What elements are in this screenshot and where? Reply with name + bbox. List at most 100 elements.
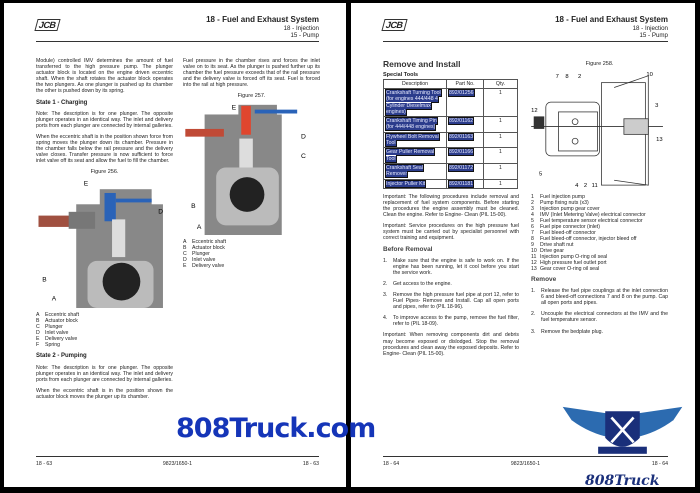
winged-shield-icon: [562, 406, 683, 454]
tool-link[interactable]: Crankshaft Turning Tool (for engines 444…: [385, 89, 442, 116]
svg-text:5: 5: [539, 171, 542, 177]
watermark-text: 808Truck.com: [176, 413, 376, 444]
state1-heading: State 1 - Charging: [36, 99, 88, 106]
page-number: 18 - 64: [651, 461, 668, 467]
part-link[interactable]: 892/01172: [447, 163, 475, 172]
tool-link[interactable]: Crankshaft Seal Remover: [385, 163, 424, 179]
table-row: Crankshaft Turning Tool (for engines 444…: [383, 87, 518, 118]
part-link[interactable]: 892/01163: [447, 132, 475, 141]
section-title: 18 - Injection: [283, 24, 319, 32]
part-link[interactable]: 892/01256: [448, 89, 475, 97]
subsection-title: 15 - Pump: [290, 32, 319, 39]
page-number: 18 - 63: [36, 461, 53, 467]
svg-text:11: 11: [592, 183, 598, 189]
page-header: 18 - Fuel and Exhaust System 18 - Inject…: [206, 16, 319, 40]
watermark-logo-text: 808Truck: [585, 473, 660, 489]
svg-text:C: C: [301, 153, 306, 160]
left-column: Remove and Install Special Tools Descrip…: [383, 59, 519, 362]
left-column: Module) controlled IMV determines the am…: [36, 58, 173, 405]
part-link[interactable]: 892/01166: [447, 148, 475, 157]
svg-text:10: 10: [646, 72, 653, 78]
svg-text:7: 7: [556, 74, 559, 80]
svg-text:2: 2: [584, 183, 587, 189]
paragraph: When the eccentric shaft is in the posit…: [36, 387, 173, 400]
doc-number: 9823/1650-1: [510, 461, 541, 467]
page-footer: 18 - 64 9823/1650-1 18 - 64: [383, 461, 668, 467]
step: 3.Remove the bedplate plug.: [531, 328, 604, 335]
page-number: 18 - 64: [383, 461, 400, 467]
paragraph: When the eccentric shaft is in the posit…: [36, 133, 173, 165]
step: 2.Get access to the engine.: [383, 280, 452, 287]
figure-257-diagram: BA EDC: [185, 105, 306, 236]
svg-text:D: D: [301, 134, 306, 141]
remove-steps: 1.Release the fuel pipe couplings at the…: [531, 288, 668, 335]
tool-link[interactable]: Crankshaft Timing Pin (for 444/448 engin…: [385, 117, 438, 132]
right-page: JCB 18 - Fuel and Exhaust System 18 - In…: [351, 3, 695, 487]
tool-link[interactable]: Flywheel Bolt Removal Tool: [385, 132, 440, 148]
page-footer: 18 - 63 9823/1650-1 18 - 63: [36, 461, 319, 467]
remove-heading: Remove: [531, 276, 557, 283]
paragraph: Fuel pressure in the chamber rises and f…: [183, 58, 320, 89]
qty: 1: [483, 162, 518, 180]
svg-text:E: E: [232, 105, 237, 112]
qty: 1: [483, 116, 518, 133]
part-link[interactable]: 892/01162: [447, 117, 475, 126]
svg-text:A: A: [52, 296, 57, 303]
right-column: Fuel pressure in the chamber rises and f…: [183, 58, 320, 274]
table-row: Crankshaft Seal Remover 892/01172 1: [383, 162, 518, 180]
before-removal-heading: Before Removal: [383, 245, 433, 253]
important-note: Important: Service procedures on the hig…: [383, 223, 519, 242]
paragraph: Note: The description is for one plunger…: [36, 110, 173, 129]
footer-rule: [383, 456, 668, 457]
paragraph: Note: The description is for one plunger…: [36, 364, 173, 383]
column-header: Description: [383, 79, 447, 89]
header-rule: [36, 41, 319, 42]
step: 1.Make sure that the engine is safe to w…: [383, 257, 519, 276]
svg-text:13: 13: [656, 137, 663, 143]
part-link[interactable]: 892/01181: [447, 179, 475, 188]
step: 2.Uncouple the electrical connectors at …: [531, 311, 668, 324]
table-row: Crankshaft Timing Pin (for 444/448 engin…: [383, 116, 518, 133]
figure-caption: Figure 258.: [585, 61, 614, 67]
subsection-title: 15 - Pump: [639, 32, 668, 39]
figure-caption: Figure 257.: [237, 93, 266, 100]
svg-text:B: B: [42, 277, 47, 284]
watermark-logo: 808Truck: [555, 398, 690, 493]
page-header: 18 - Fuel and Exhaust System 18 - Inject…: [555, 16, 668, 40]
step: 3.Remove the high pressure fuel pipe at …: [383, 291, 519, 311]
before-removal-steps: 1.Make sure that the engine is safe to w…: [383, 258, 519, 328]
state2-heading: State 2 - Pumping: [36, 353, 87, 360]
column-header: Qty.: [483, 79, 518, 89]
tool-link[interactable]: Gear Puller Removal Tool: [384, 148, 436, 163]
qty: 1: [483, 147, 518, 164]
section-title: 18 - Injection: [632, 24, 668, 32]
svg-text:A: A: [197, 225, 202, 232]
left-page: JCB 18 - Fuel and Exhaust System 18 - In…: [4, 3, 346, 487]
special-tools-heading: Special Tools: [383, 72, 419, 78]
section-title: Remove and Install: [383, 59, 461, 69]
step: 1.Release the fuel pipe couplings at the…: [531, 288, 668, 307]
tool-link[interactable]: Injector Puller Kit: [384, 179, 427, 188]
svg-text:D: D: [158, 209, 163, 216]
figure-256-diagram: BA ED: [38, 181, 163, 309]
svg-text:2: 2: [578, 74, 581, 80]
